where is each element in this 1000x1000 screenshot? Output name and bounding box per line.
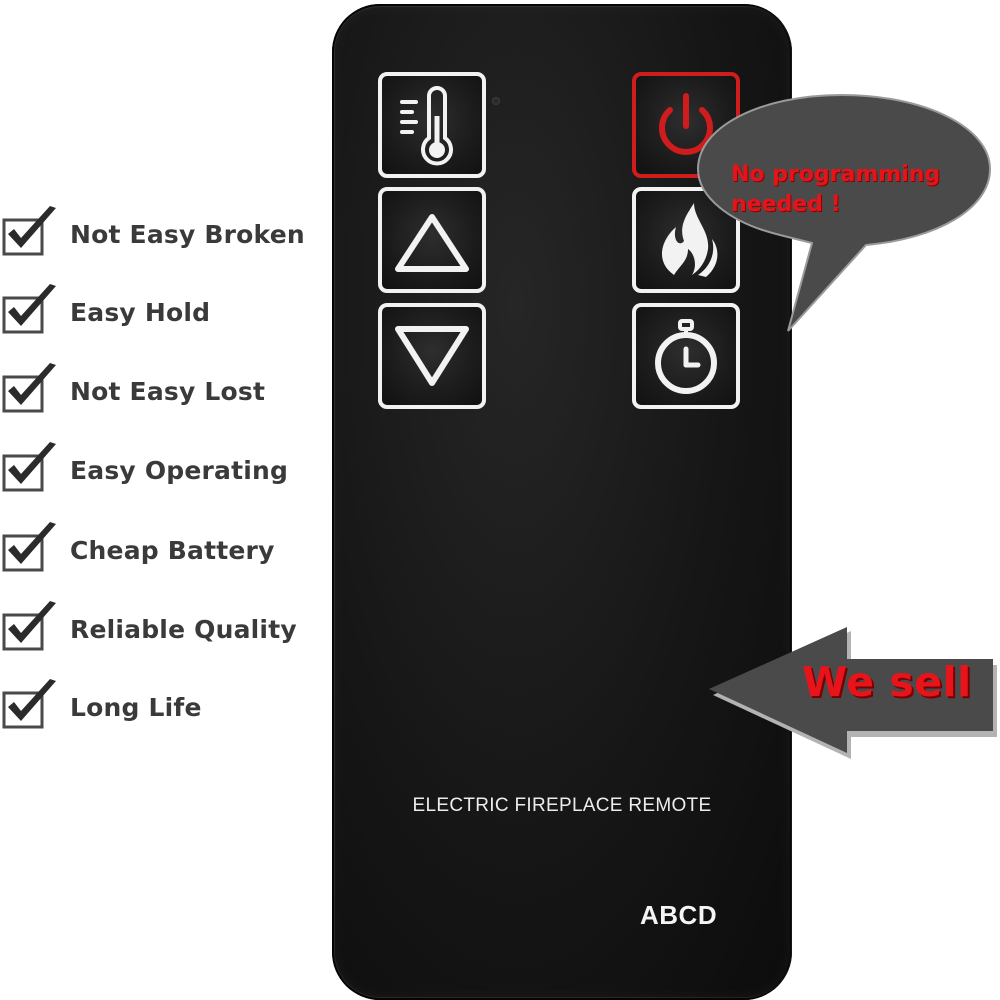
feature-list: Not Easy Broken Easy Hold Not Easy Lost … bbox=[0, 0, 330, 999]
feature-label: Not Easy Broken bbox=[70, 220, 305, 249]
triangle-down-icon bbox=[395, 326, 469, 386]
checkmark-icon bbox=[2, 679, 56, 729]
feature-item: Not Easy Broken bbox=[0, 190, 330, 260]
triangle-up-icon bbox=[395, 214, 469, 272]
checkmark-icon bbox=[2, 284, 56, 334]
checkmark-icon bbox=[2, 206, 56, 256]
down-button[interactable] bbox=[378, 303, 486, 409]
feature-label: Long Life bbox=[70, 693, 202, 722]
feature-label: Cheap Battery bbox=[70, 536, 275, 565]
remote-label: ELECTRIC FIREPLACE REMOTE bbox=[412, 795, 712, 816]
checkmark-icon bbox=[2, 601, 56, 651]
feature-label: Reliable Quality bbox=[70, 615, 297, 644]
up-button[interactable] bbox=[378, 187, 486, 293]
checkmark-icon bbox=[2, 442, 56, 492]
bubble-text: No programming needed ! bbox=[731, 162, 941, 217]
indicator-led bbox=[492, 97, 500, 105]
arrow-callout bbox=[709, 627, 997, 759]
flame-icon bbox=[661, 203, 718, 277]
timer-icon bbox=[655, 319, 717, 394]
checkmark-icon bbox=[2, 363, 56, 413]
temperature-button[interactable] bbox=[378, 72, 486, 178]
feature-item: Not Easy Lost bbox=[0, 347, 330, 417]
feature-item: Easy Operating bbox=[0, 426, 330, 496]
timer-button[interactable] bbox=[632, 303, 740, 409]
feature-item: Easy Hold bbox=[0, 268, 330, 338]
speech-bubble bbox=[696, 93, 992, 332]
feature-item: Cheap Battery bbox=[0, 506, 330, 576]
brand-name: ABCD bbox=[640, 900, 718, 930]
feature-label: Not Easy Lost bbox=[70, 377, 266, 406]
feature-item: Long Life bbox=[0, 663, 330, 733]
feature-label: Easy Hold bbox=[70, 298, 211, 327]
power-icon bbox=[659, 93, 713, 155]
feature-item: Reliable Quality bbox=[0, 585, 330, 655]
feature-label: Easy Operating bbox=[70, 456, 289, 485]
checkmark-icon bbox=[2, 522, 56, 572]
thermometer-icon bbox=[400, 86, 453, 166]
arrow-text: We sell bbox=[802, 658, 972, 706]
